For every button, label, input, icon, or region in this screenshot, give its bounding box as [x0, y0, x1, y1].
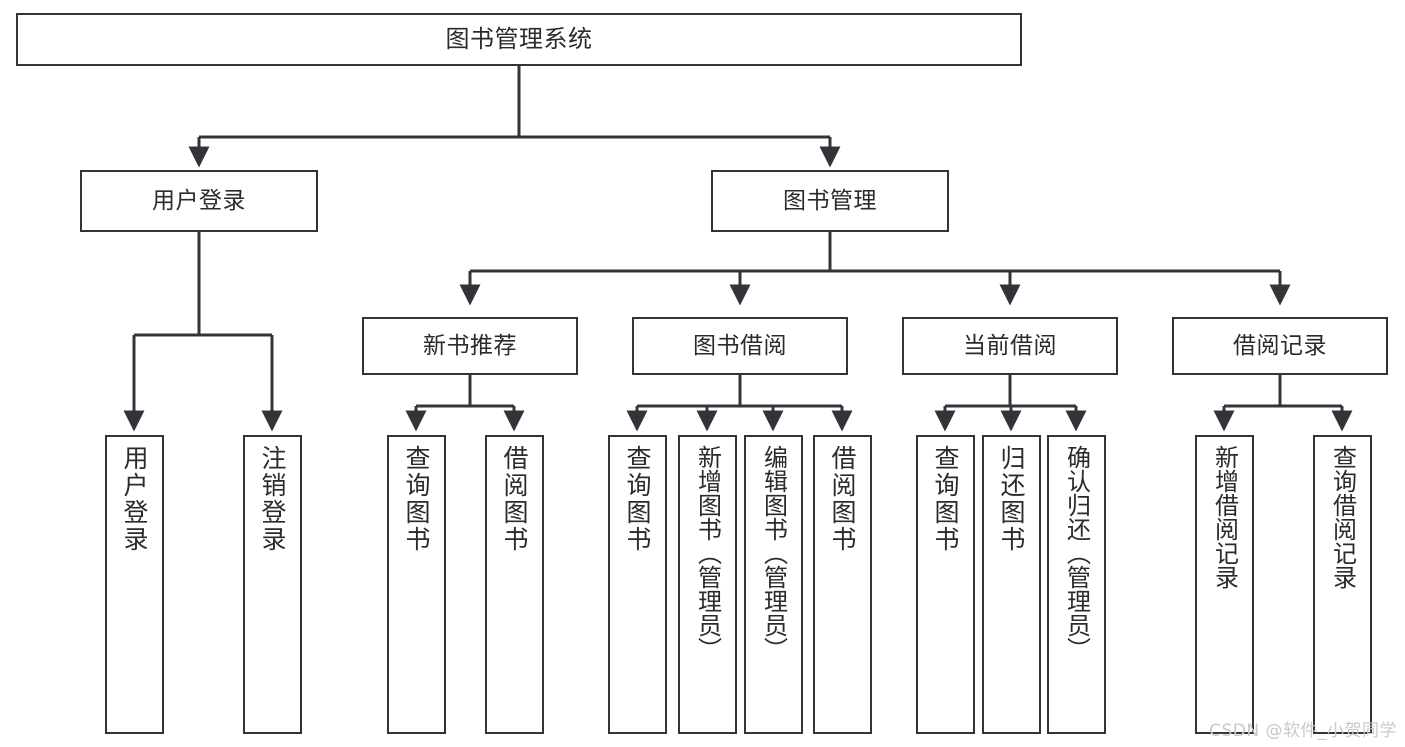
node-leaf-add-book-label: 新增图书（管理员）	[693, 445, 722, 661]
node-book-manage-label: 图书管理	[783, 187, 877, 214]
node-leaf-user-login-label: 用户登录	[120, 445, 149, 553]
node-leaf-query-book-3-label: 查询图书	[931, 445, 960, 553]
node-leaf-query-book-1[interactable]: 查询图书	[387, 435, 446, 734]
node-leaf-query-book-3[interactable]: 查询图书	[916, 435, 975, 734]
node-leaf-add-book[interactable]: 新增图书（管理员）	[678, 435, 737, 734]
node-leaf-borrow-book-2-label: 借阅图书	[828, 445, 857, 553]
node-book-borrow[interactable]: 图书借阅	[632, 317, 848, 375]
node-leaf-query-book-1-label: 查询图书	[402, 445, 431, 553]
node-leaf-borrow-book-1-label: 借阅图书	[500, 445, 529, 553]
csdn-watermark: CSDN @软件_小贺同学	[1209, 721, 1397, 741]
node-leaf-confirm-return[interactable]: 确认归还（管理员）	[1047, 435, 1106, 734]
node-leaf-return-book-label: 归还图书	[997, 445, 1026, 553]
node-user-login[interactable]: 用户登录	[80, 170, 318, 232]
node-current-borrow-label: 当前借阅	[963, 332, 1057, 359]
node-leaf-borrow-book-1[interactable]: 借阅图书	[485, 435, 544, 734]
node-book-manage[interactable]: 图书管理	[711, 170, 949, 232]
node-borrow-record[interactable]: 借阅记录	[1172, 317, 1388, 375]
node-leaf-confirm-return-label: 确认归还（管理员）	[1062, 445, 1091, 661]
node-leaf-add-record[interactable]: 新增借阅记录	[1195, 435, 1254, 734]
node-leaf-user-logout-label: 注销登录	[258, 445, 287, 553]
node-current-borrow[interactable]: 当前借阅	[902, 317, 1118, 375]
node-root-system[interactable]: 图书管理系统	[16, 13, 1022, 66]
node-new-book-recommend-label: 新书推荐	[423, 332, 517, 359]
node-leaf-user-logout[interactable]: 注销登录	[243, 435, 302, 734]
node-user-login-label: 用户登录	[152, 187, 246, 214]
node-leaf-return-book[interactable]: 归还图书	[982, 435, 1041, 734]
node-root-system-label: 图书管理系统	[445, 24, 593, 53]
node-leaf-edit-book[interactable]: 编辑图书（管理员）	[744, 435, 803, 734]
node-leaf-add-record-label: 新增借阅记录	[1210, 445, 1239, 589]
node-leaf-user-login[interactable]: 用户登录	[105, 435, 164, 734]
node-book-borrow-label: 图书借阅	[693, 332, 787, 359]
node-leaf-query-book-2-label: 查询图书	[623, 445, 652, 553]
node-leaf-query-record-label: 查询借阅记录	[1328, 445, 1357, 589]
node-leaf-borrow-book-2[interactable]: 借阅图书	[813, 435, 872, 734]
node-leaf-query-book-2[interactable]: 查询图书	[608, 435, 667, 734]
node-borrow-record-label: 借阅记录	[1233, 332, 1327, 359]
node-leaf-edit-book-label: 编辑图书（管理员）	[759, 445, 788, 661]
node-new-book-recommend[interactable]: 新书推荐	[362, 317, 578, 375]
node-leaf-query-record[interactable]: 查询借阅记录	[1313, 435, 1372, 734]
